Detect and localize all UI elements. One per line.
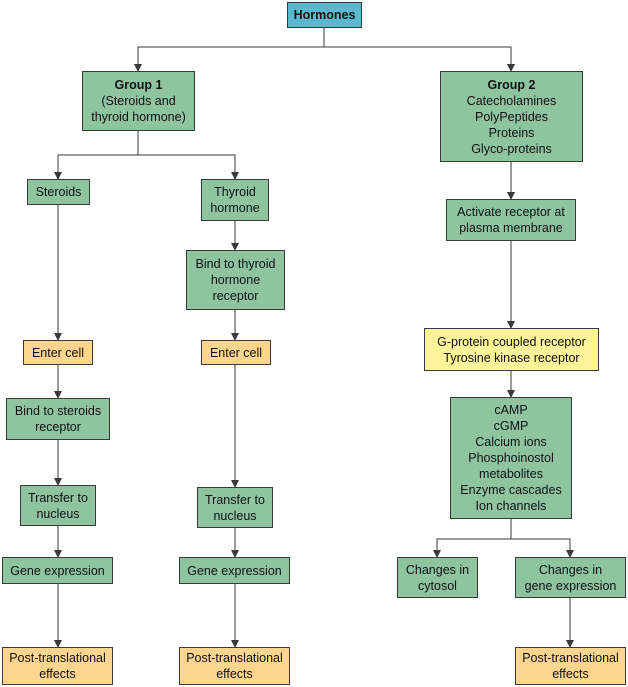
node-group1-line-2: thyroid hormone)	[91, 110, 186, 124]
node-post-translational-2: Post-translational effects	[179, 647, 290, 685]
node-transfer-nucleus-1-line-0: Transfer to	[28, 490, 88, 505]
node-bind-thyroid-receptor-line-1: hormone	[210, 273, 261, 287]
node-second-messengers-line-3: Phosphoinostol	[468, 451, 554, 465]
node-post-translational-3-line-1: effects	[552, 667, 589, 681]
node-thyroid-hormone: Thyroid hormone	[201, 179, 269, 221]
node-transfer-nucleus-2-line-0: Transfer to	[205, 492, 265, 507]
node-group2-line-2: PolyPeptides	[475, 109, 548, 124]
node-post-translational-2-line-0: Post-translational	[186, 651, 283, 665]
node-transfer-nucleus-2: Transfer to nucleus	[197, 487, 273, 528]
edge-hormones-to-groups	[134, 28, 325, 72]
node-post-translational-1-line-0: Post-translational	[9, 651, 106, 665]
edge-group1-to-thyroid	[138, 154, 239, 180]
node-group2-line-0: Group 2	[487, 77, 536, 92]
node-changes-gene-expression-line-0: Changes in	[538, 562, 603, 577]
node-receptor-types-line-0: G-protein coupled receptor	[437, 334, 586, 349]
node-bind-thyroid-receptor-line-0: Bind to thyroid	[195, 257, 276, 271]
node-second-messengers: cAMP cGMP Calcium ions Phosphoinostol me…	[450, 397, 572, 519]
node-second-messengers-line-4: metabolites	[479, 467, 543, 481]
node-group2-line-4: Glyco-proteins	[471, 141, 552, 156]
node-thyroid-hormone-line-1: hormone	[210, 201, 260, 215]
node-second-messengers-line-0: cAMP	[494, 403, 528, 417]
node-activate-receptor-line-1: plasma membrane	[459, 221, 563, 235]
node-second-messengers-line-6: Ion channels	[475, 499, 547, 513]
node-enter-cell-2-line-0: Enter cell	[209, 345, 263, 360]
node-bind-steroids-receptor: Bind to steroids receptor	[6, 398, 110, 440]
node-enter-cell-1: Enter cell	[23, 340, 93, 365]
node-gene-expression-2-line-0: Gene expression	[187, 563, 282, 578]
node-gene-expression-1: Gene expression	[2, 557, 113, 584]
node-post-translational-1: Post-translational effects	[2, 647, 113, 685]
node-hormones: Hormones	[287, 2, 362, 28]
node-bind-steroids-receptor-line-0: Bind to steroids	[14, 404, 102, 418]
node-receptor-types: G-protein coupled receptor Tyrosine kina…	[424, 328, 599, 371]
node-changes-cytosol-line-0: Changes in	[405, 562, 470, 577]
node-group1-line-1: (Steroids and	[101, 94, 176, 108]
node-group2-line-3: Proteins	[488, 125, 535, 140]
node-enter-cell-2: Enter cell	[201, 340, 271, 365]
node-changes-cytosol-line-1: cytosol	[418, 578, 457, 593]
edge-hormones-to-group2	[324, 46, 515, 72]
node-post-translational-3: Post-translational effects	[515, 647, 626, 685]
node-changes-gene-expression: Changes in gene expression	[515, 557, 626, 598]
node-post-translational-2-line-1: effects	[216, 667, 253, 681]
node-group1-line-0: Group 1	[114, 78, 163, 92]
edge-messengers-split	[433, 519, 512, 558]
node-bind-steroids-receptor-line-1: receptor	[35, 420, 81, 434]
node-gene-expression-1-line-0: Gene expression	[10, 563, 105, 578]
node-changes-cytosol: Changes in cytosol	[397, 557, 478, 598]
node-second-messengers-line-2: Calcium ions	[475, 435, 547, 449]
edge-messengers-to-genechange	[511, 538, 574, 558]
node-gene-expression-2: Gene expression	[179, 557, 290, 584]
node-thyroid-hormone-line-0: Thyroid	[214, 185, 256, 199]
node-activate-receptor: Activate receptor at plasma membrane	[446, 199, 576, 241]
node-transfer-nucleus-2-line-1: nucleus	[213, 508, 257, 523]
node-post-translational-3-line-0: Post-translational	[522, 651, 619, 665]
node-changes-gene-expression-line-1: gene expression	[524, 578, 617, 593]
node-steroids: Steroids	[27, 179, 90, 205]
node-group1: Group 1 (Steroids and thyroid hormone)	[82, 71, 195, 131]
node-bind-thyroid-receptor-line-2: receptor	[212, 289, 259, 303]
node-group2-line-1: Catecholamines	[466, 93, 557, 108]
node-transfer-nucleus-1: Transfer to nucleus	[20, 485, 96, 526]
node-enter-cell-1-line-0: Enter cell	[31, 345, 85, 360]
node-transfer-nucleus-1-line-1: nucleus	[36, 506, 80, 521]
node-second-messengers-line-5: Enzyme cascades	[460, 483, 562, 497]
edge-group1-split	[54, 131, 139, 180]
node-group2: Group 2 Catecholamines PolyPeptides Prot…	[440, 71, 583, 162]
node-receptor-types-line-1: Tyrosine kinase receptor	[443, 350, 580, 365]
node-post-translational-1-line-1: effects	[39, 667, 76, 681]
node-steroids-line-0: Steroids	[35, 185, 82, 199]
node-second-messengers-line-1: cGMP	[493, 419, 529, 433]
node-activate-receptor-line-0: Activate receptor at	[457, 205, 565, 219]
node-hormones-line-0: Hormones	[293, 8, 356, 22]
node-bind-thyroid-receptor: Bind to thyroid hormone receptor	[186, 250, 285, 310]
